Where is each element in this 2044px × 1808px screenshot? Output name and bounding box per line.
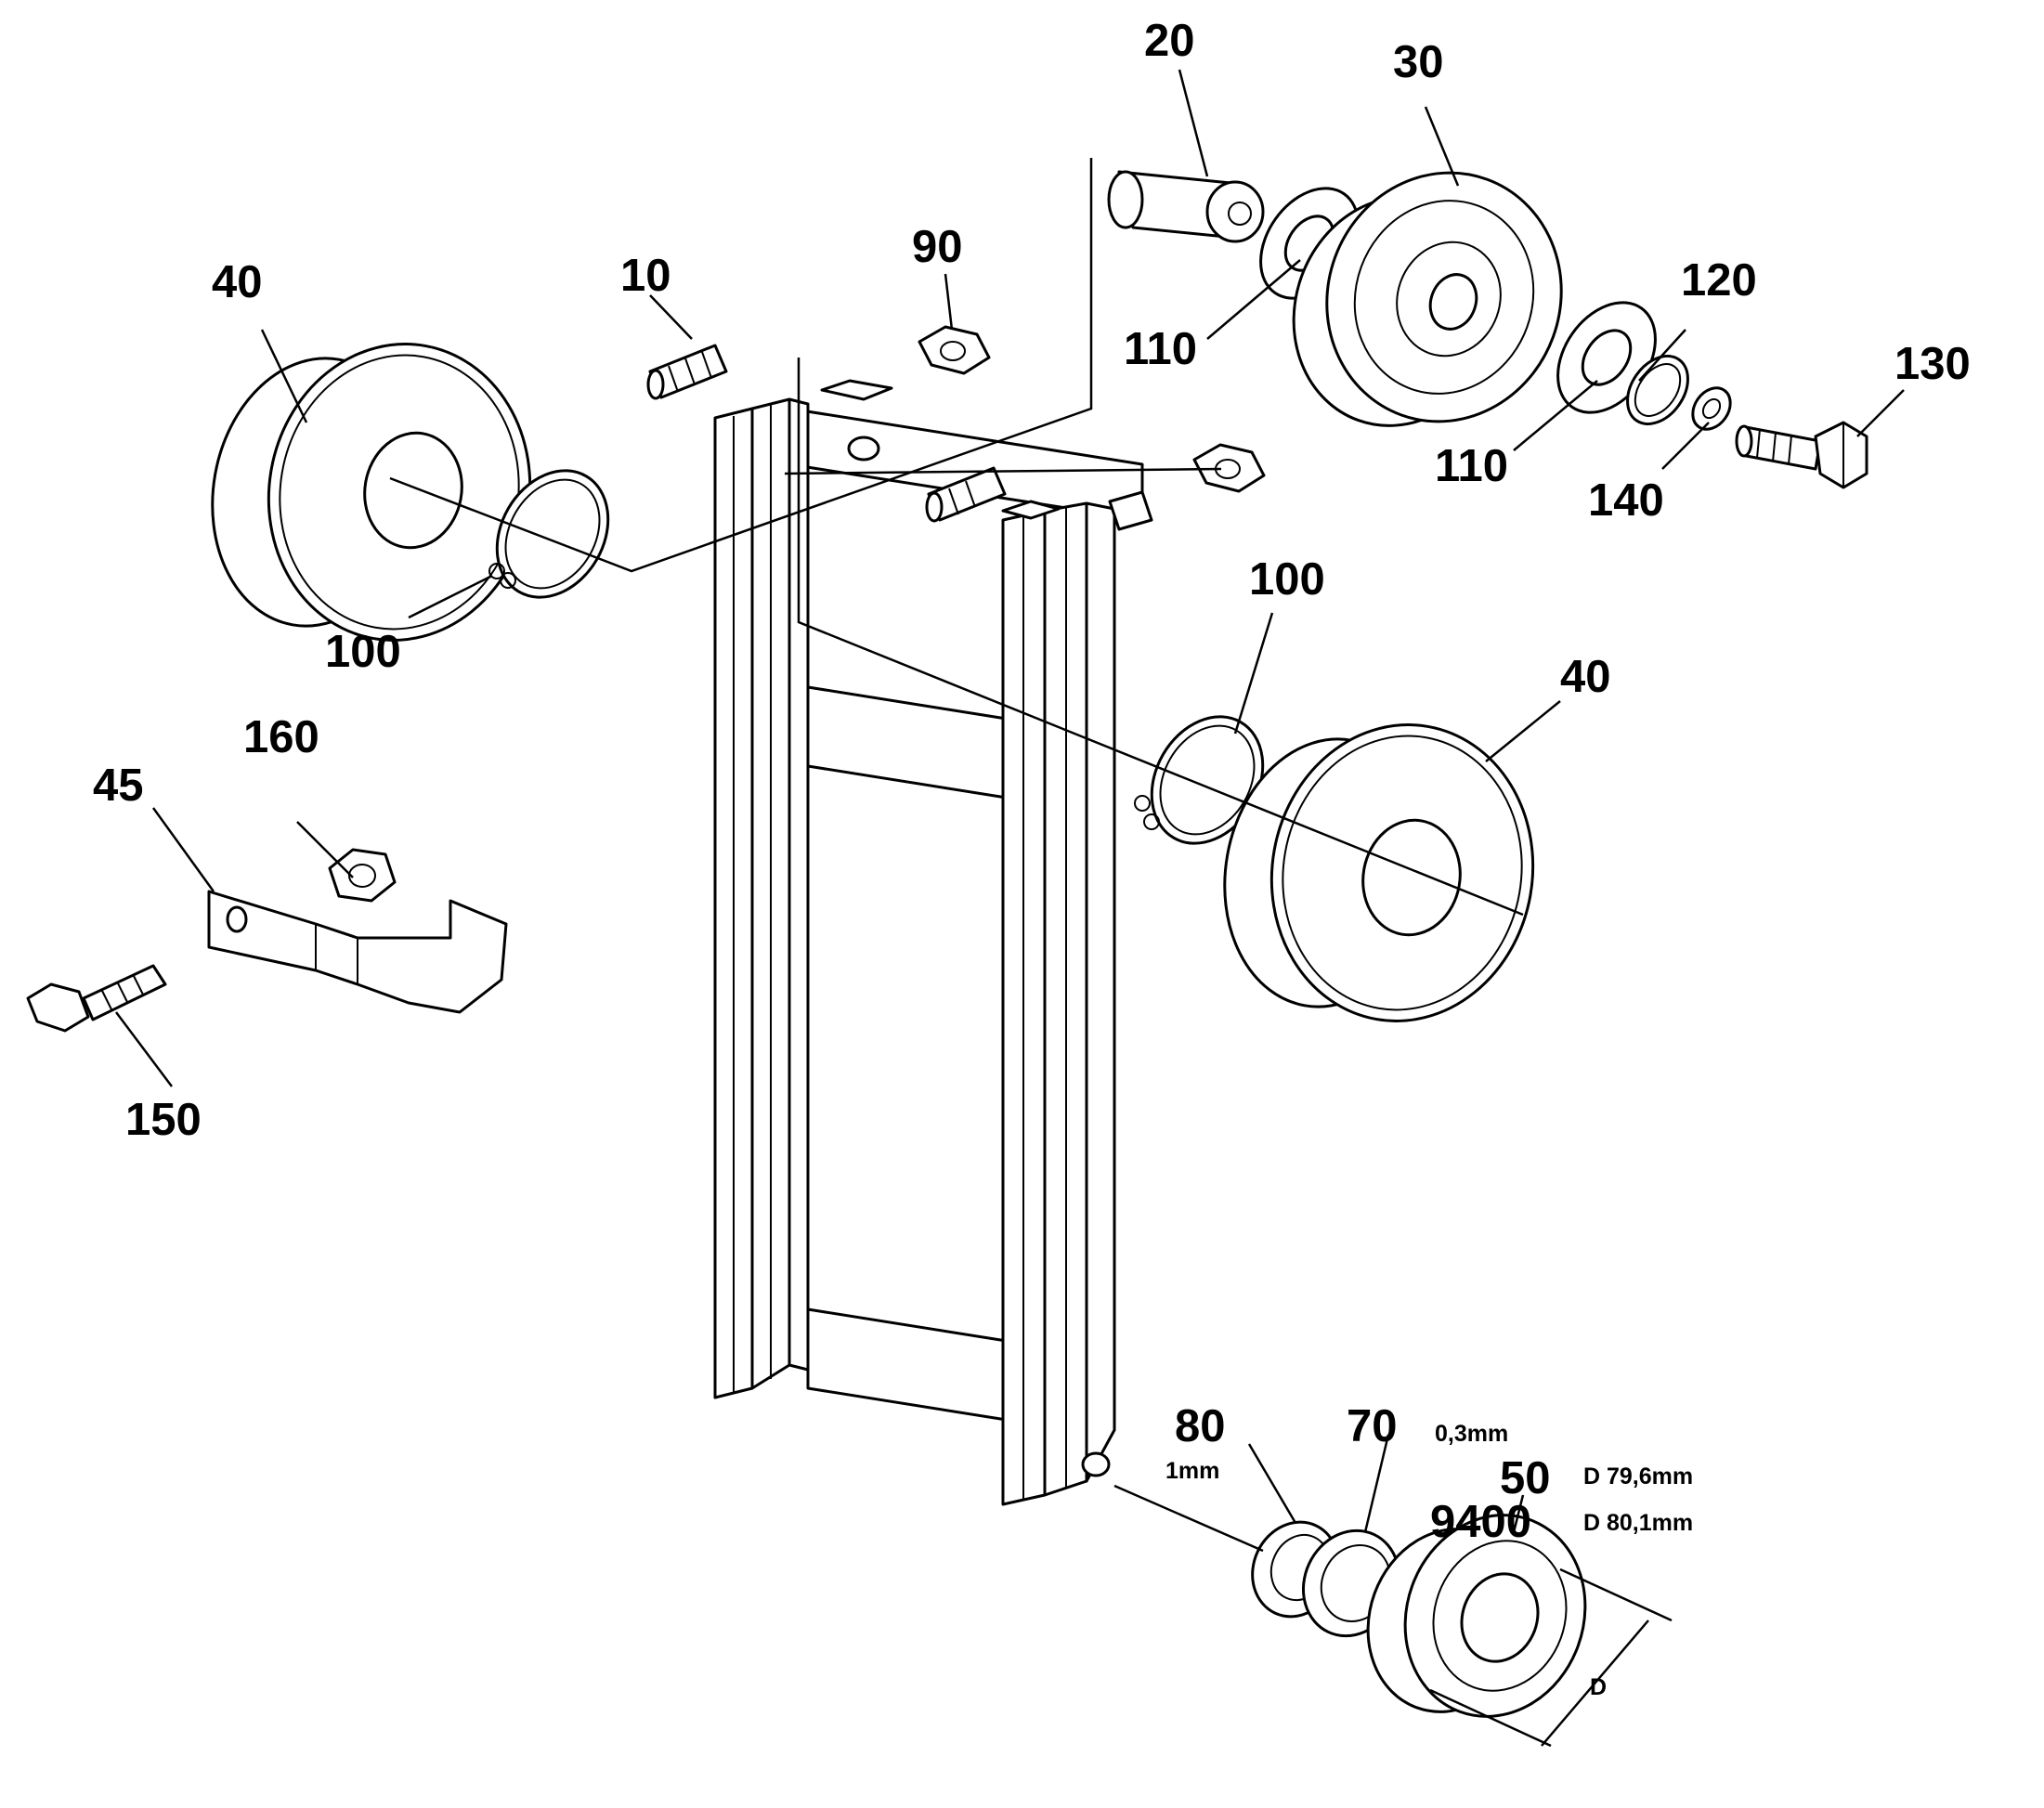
callout-150: 150 bbox=[125, 1095, 202, 1145]
callout-40-left: 40 bbox=[212, 257, 263, 307]
bolt-part-130 bbox=[1735, 421, 1868, 489]
nut-part-160 bbox=[328, 848, 397, 903]
washer-part-140 bbox=[1691, 386, 1732, 431]
nut-part-90 bbox=[918, 325, 991, 375]
callout-50: 50 bbox=[1500, 1453, 1551, 1503]
axle-part-20 bbox=[1107, 170, 1265, 243]
callout-100-left: 100 bbox=[325, 627, 401, 677]
wheel-part-40-right bbox=[1223, 723, 1535, 1022]
note-80-thickness: 1mm bbox=[1165, 1458, 1219, 1484]
callout-140: 140 bbox=[1588, 475, 1664, 526]
callout-130: 130 bbox=[1894, 339, 1971, 389]
callout-70: 70 bbox=[1347, 1401, 1398, 1451]
callout-20: 20 bbox=[1144, 16, 1195, 66]
callout-9400: 9400 bbox=[1430, 1497, 1531, 1547]
callout-100-right: 100 bbox=[1249, 554, 1325, 605]
roller-part-30 bbox=[1292, 171, 1563, 427]
circlip-part-100-left bbox=[488, 469, 610, 599]
dimension-d-label: D bbox=[1590, 1674, 1607, 1700]
bracket-part-45 bbox=[207, 890, 508, 1014]
note-9400-diameter: D 80,1mm bbox=[1583, 1510, 1693, 1536]
bolt-part-150 bbox=[26, 964, 167, 1033]
nut-second bbox=[1192, 443, 1266, 493]
frame-assembly bbox=[713, 379, 1153, 1506]
callout-160: 160 bbox=[243, 712, 319, 762]
leader-lines bbox=[115, 69, 1905, 1748]
callout-110-upper: 110 bbox=[1124, 324, 1197, 374]
callout-40-right: 40 bbox=[1560, 652, 1611, 702]
callout-110-lower: 110 bbox=[1435, 441, 1508, 491]
callout-10: 10 bbox=[620, 251, 671, 301]
callout-80: 80 bbox=[1175, 1401, 1226, 1451]
note-70-thickness: 0,3mm bbox=[1435, 1421, 1508, 1447]
callout-45: 45 bbox=[93, 761, 144, 811]
callout-30: 30 bbox=[1393, 37, 1444, 87]
threaded-pin-second bbox=[925, 466, 1007, 523]
note-50-diameter: D 79,6mm bbox=[1583, 1463, 1693, 1489]
callout-labels: 10 20 30 40 40 45 90 100 100 110 110 120… bbox=[93, 16, 1971, 1700]
callout-120: 120 bbox=[1681, 255, 1757, 306]
circlip-part-120 bbox=[1626, 355, 1689, 425]
bearing-part-50 bbox=[1366, 1514, 1587, 1718]
threaded-pin-part-10 bbox=[646, 344, 728, 400]
callout-90: 90 bbox=[912, 222, 963, 272]
wheel-part-40-left bbox=[211, 343, 532, 642]
